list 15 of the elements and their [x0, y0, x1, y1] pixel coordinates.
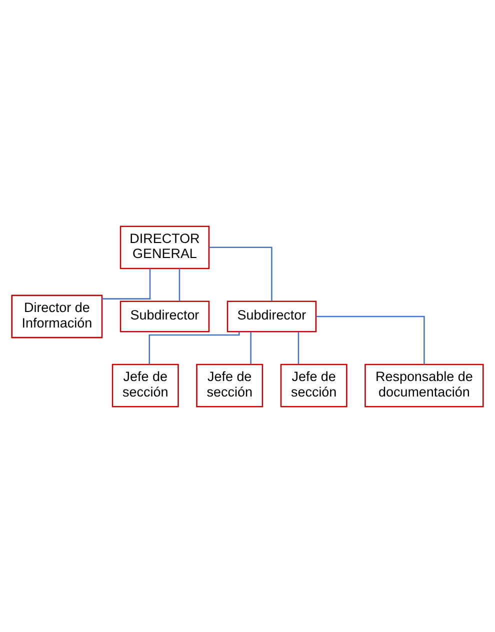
connector	[102, 268, 151, 299]
node-box: DIRECTOR GENERAL	[120, 225, 210, 269]
connector	[316, 315, 425, 364]
node-box: Subdirector	[120, 300, 210, 332]
connector	[209, 246, 272, 301]
node-box: Jefe de sección	[196, 363, 264, 407]
connector	[298, 331, 300, 364]
connector	[250, 331, 252, 364]
node-box: Subdirector	[226, 300, 317, 332]
node-box: Director de Información	[11, 294, 103, 338]
connector	[178, 268, 180, 301]
node-box: Responsable de documentación	[364, 363, 484, 407]
connector	[148, 331, 240, 364]
node-box: Jefe de sección	[280, 363, 348, 407]
node-box: Jefe de sección	[112, 363, 179, 407]
